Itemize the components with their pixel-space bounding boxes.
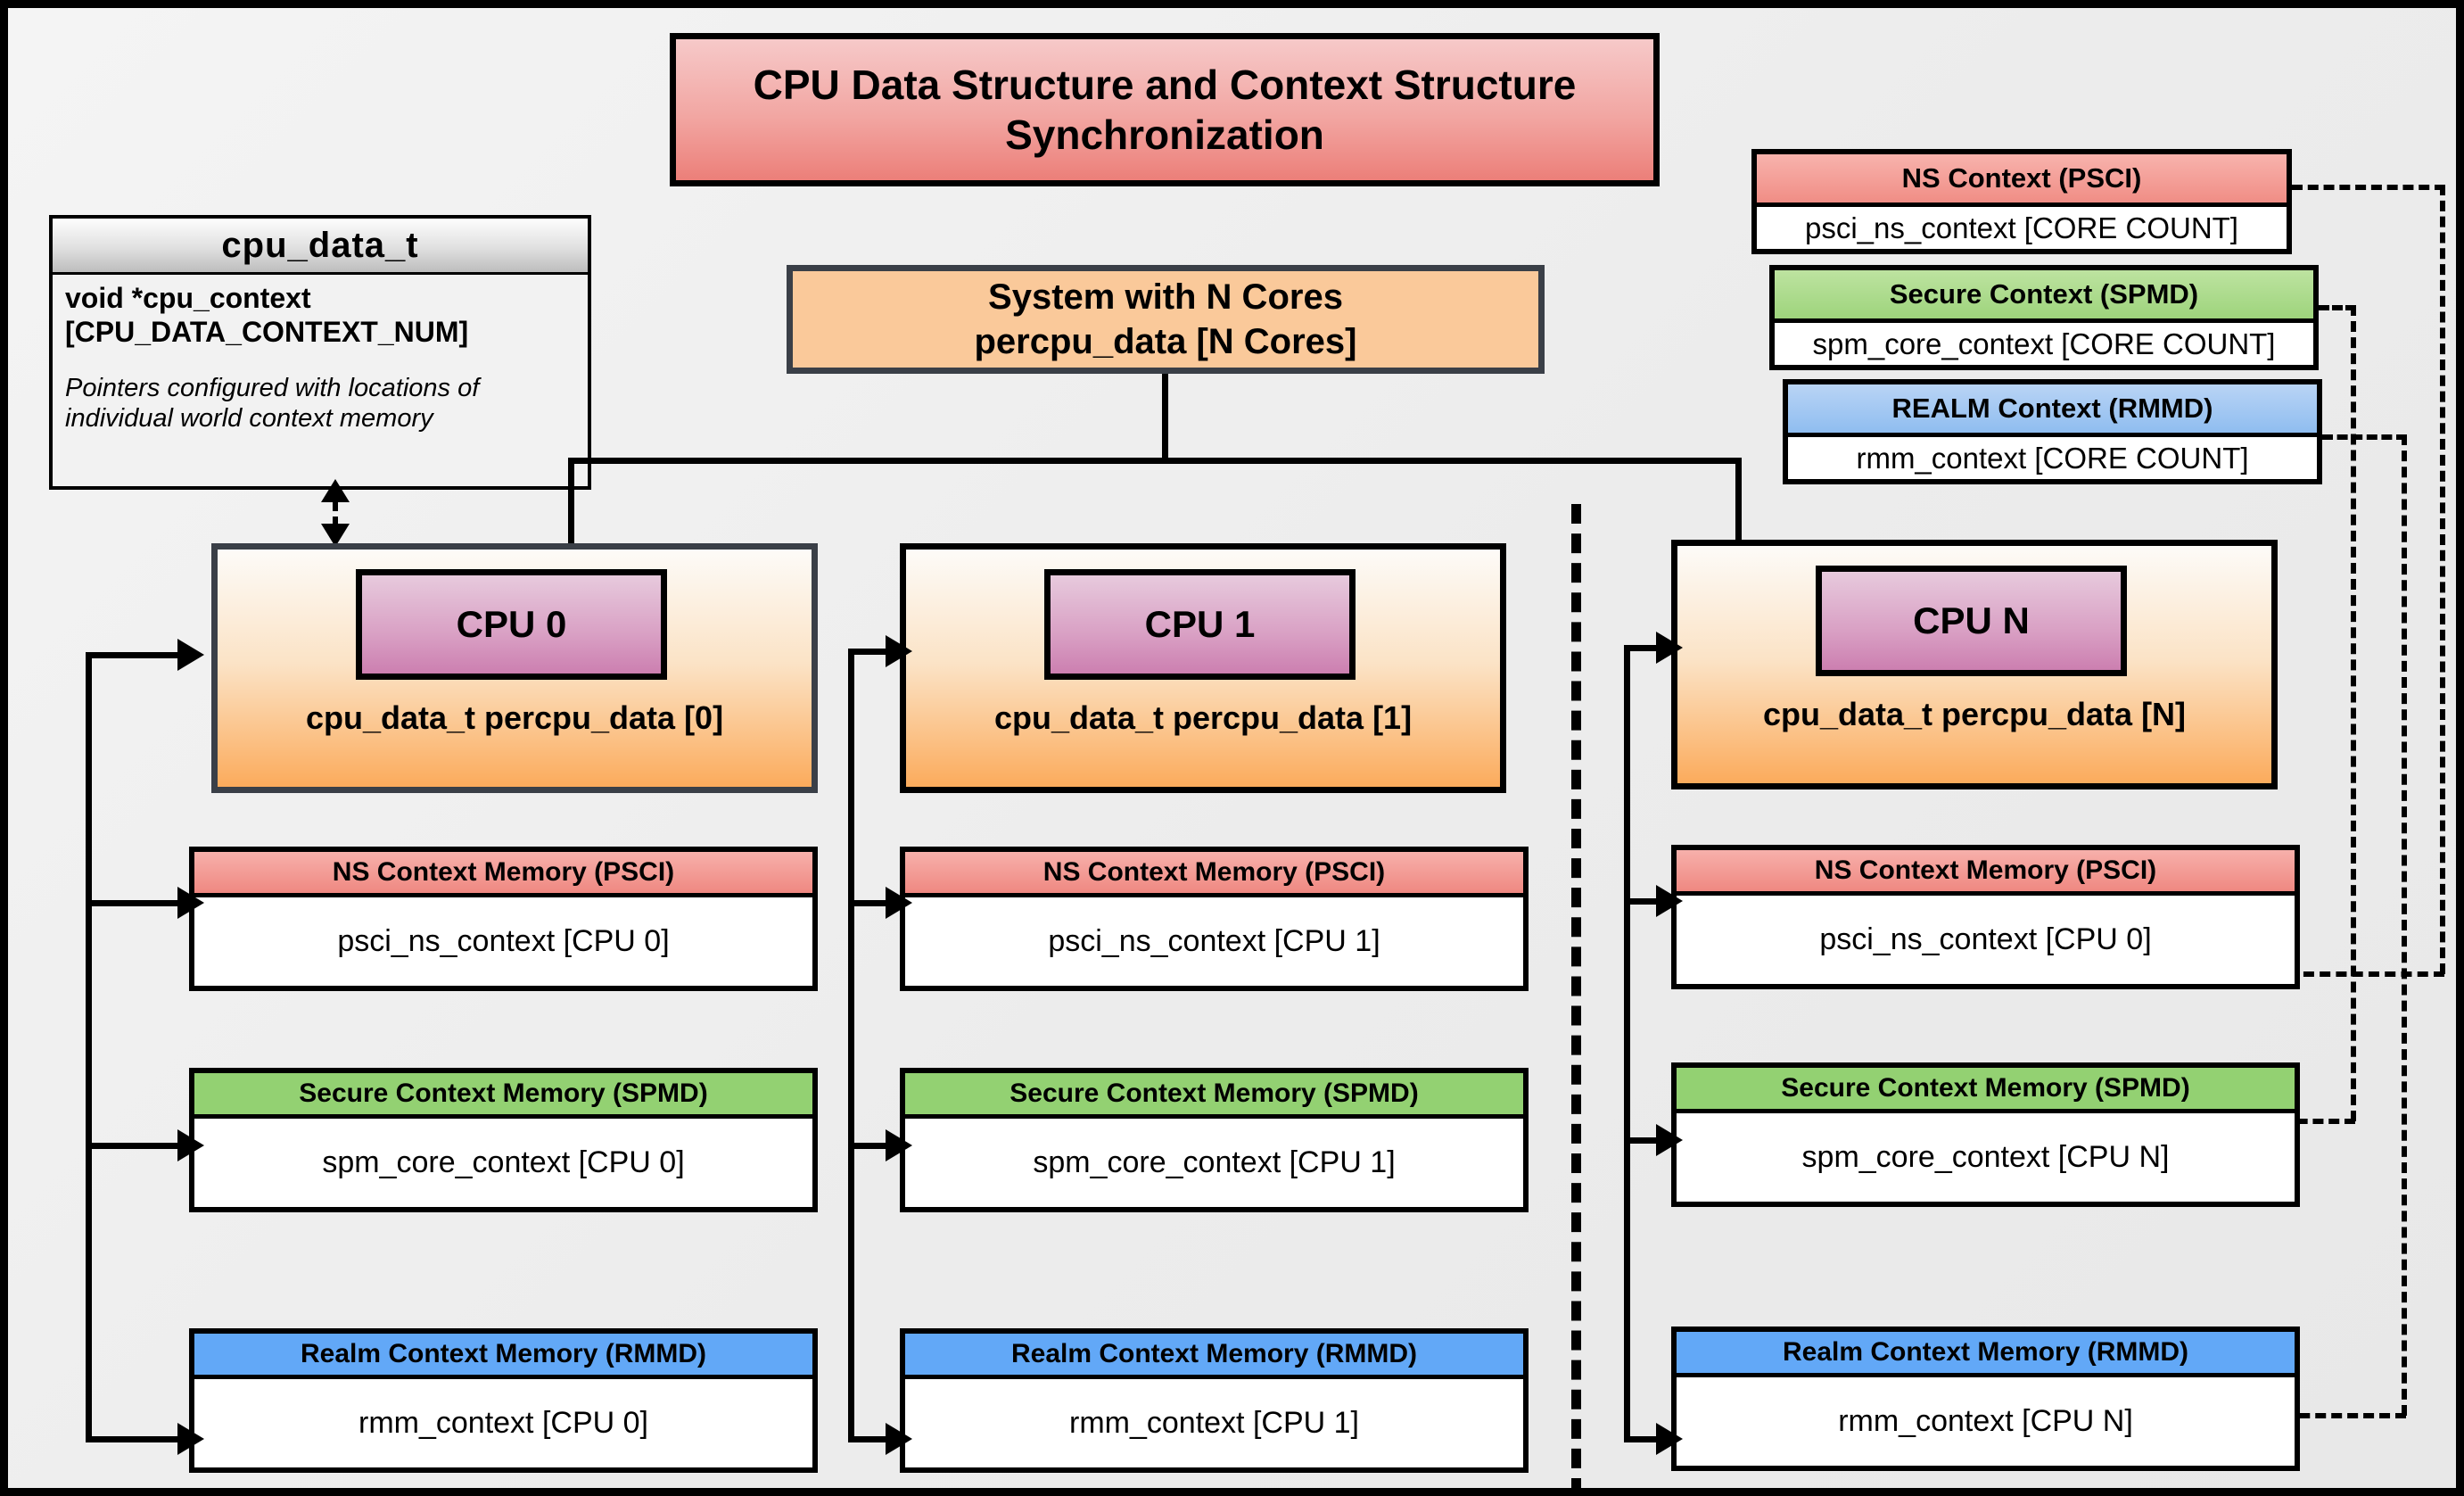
cpu0-context-ns-header: NS Context Memory (PSCI) <box>194 852 812 897</box>
cpu0-branch-block <box>86 652 184 658</box>
cpu-data-t-field: void *cpu_context [CPU_DATA_CONTEXT_NUM] <box>65 282 469 348</box>
cpu1-branch-ns <box>848 900 891 906</box>
cpu1-arrow-secure <box>886 1129 912 1161</box>
dash-route-ns-top <box>2292 185 2445 190</box>
cpun-arrow-realm <box>1656 1423 1683 1455</box>
tree-drop-cpu0 <box>568 458 574 545</box>
cpu1-branch-secure <box>848 1143 891 1149</box>
cpu1-context-secure-header: Secure Context Memory (SPMD) <box>905 1073 1523 1119</box>
global-context-secure-header: Secure Context (SPMD) <box>1775 270 2313 323</box>
cpu0-context-secure: Secure Context Memory (SPMD) spm_core_co… <box>189 1068 818 1212</box>
cpu-data-t-note: Pointers configured with locations of in… <box>65 373 480 434</box>
cpun-branch-realm <box>1624 1436 1662 1442</box>
cpun-context-ns-header: NS Context Memory (PSCI) <box>1677 850 2295 896</box>
cpu0-context-realm: Realm Context Memory (RMMD) rmm_context … <box>189 1328 818 1473</box>
cpu-chip-0: CPU 0 <box>356 569 667 680</box>
cpu-block-0: CPU 0 cpu_data_t percpu_data [0] <box>211 543 818 793</box>
tree-bar <box>568 458 1742 464</box>
cpu1-context-ns: NS Context Memory (PSCI) psci_ns_context… <box>900 847 1529 991</box>
cpun-context-ns-body: psci_ns_context [CPU 0] <box>1677 896 2295 984</box>
cpu1-branch-block <box>848 649 891 655</box>
cpu1-context-ns-body: psci_ns_context [CPU 1] <box>905 897 1523 986</box>
cpu1-context-realm: Realm Context Memory (RMMD) rmm_context … <box>900 1328 1529 1473</box>
cpu-chip-1: CPU 1 <box>1044 569 1356 680</box>
column-separator-dashed <box>1571 504 1581 1488</box>
cpu-block-n: CPU N cpu_data_t percpu_data [N] <box>1671 540 2278 789</box>
system-n-cores-box: System with N Cores percpu_data [N Cores… <box>787 265 1545 374</box>
cpu0-context-realm-header: Realm Context Memory (RMMD) <box>194 1334 812 1379</box>
cpu1-context-secure-body: spm_core_context [CPU 1] <box>905 1119 1523 1207</box>
cpu1-context-realm-body: rmm_context [CPU 1] <box>905 1379 1523 1467</box>
cpun-context-ns: NS Context Memory (PSCI) psci_ns_context… <box>1671 845 2300 989</box>
cpu0-arrow-secure <box>177 1129 204 1161</box>
cpun-arrow-secure <box>1656 1124 1683 1156</box>
dash-route-secure-top <box>2319 305 2356 310</box>
cpu0-context-realm-body: rmm_context [CPU 0] <box>194 1379 812 1467</box>
cpu0-context-secure-body: spm_core_context [CPU 0] <box>194 1119 812 1207</box>
cpun-context-realm-header: Realm Context Memory (RMMD) <box>1677 1332 2295 1377</box>
cpu1-arrow-ns <box>886 887 912 919</box>
cpun-arrow-ns <box>1656 885 1683 917</box>
cpu0-arrow-ns <box>177 887 204 919</box>
cpu1-context-secure: Secure Context Memory (SPMD) spm_core_co… <box>900 1068 1529 1212</box>
cpu-block-1: CPU 1 cpu_data_t percpu_data [1] <box>900 543 1506 793</box>
cpu1-context-realm-header: Realm Context Memory (RMMD) <box>905 1334 1523 1379</box>
cpu-data-t-header: cpu_data_t <box>53 219 588 275</box>
cpun-context-realm-body: rmm_context [CPU N] <box>1677 1377 2295 1466</box>
cpu-data-link-arrow-down <box>321 524 350 547</box>
cpu0-branch-secure <box>86 1143 184 1149</box>
cpun-context-realm: Realm Context Memory (RMMD) rmm_context … <box>1671 1327 2300 1471</box>
global-context-ns-body: psci_ns_context [CORE COUNT] <box>1757 207 2287 249</box>
cpu0-context-ns-body: psci_ns_context [CPU 0] <box>194 897 812 986</box>
diagram-title: CPU Data Structure and Context Structure… <box>670 33 1660 186</box>
cpu0-arrow-realm <box>177 1423 204 1455</box>
dash-route-secure-right <box>2351 305 2356 1121</box>
dash-route-realm-top <box>2322 434 2407 440</box>
global-context-realm-header: REALM Context (RMMD) <box>1788 384 2317 437</box>
cpu1-arrow-realm <box>886 1423 912 1455</box>
tree-stem <box>1162 374 1168 463</box>
system-line-2: percpu_data [N Cores] <box>974 322 1357 361</box>
cpu1-branch-realm <box>848 1436 891 1442</box>
global-context-ns-header: NS Context (PSCI) <box>1757 154 2287 207</box>
dash-route-realm-right <box>2402 434 2407 1416</box>
cpun-context-secure: Secure Context Memory (SPMD) spm_core_co… <box>1671 1062 2300 1207</box>
cpu0-branch-ns <box>86 900 184 906</box>
cpu1-arrow-block <box>886 635 912 667</box>
cpun-arrow-block <box>1656 632 1683 664</box>
cpun-context-secure-header: Secure Context Memory (SPMD) <box>1677 1068 2295 1113</box>
cpun-branch-secure <box>1624 1137 1662 1144</box>
cpu-data-t-body: void *cpu_context [CPU_DATA_CONTEXT_NUM]… <box>53 275 588 434</box>
global-context-realm: REALM Context (RMMD) rmm_context [CORE C… <box>1783 379 2322 484</box>
cpu-chip-n: CPU N <box>1816 566 2127 676</box>
cpu-data-link-arrow-up <box>321 479 350 502</box>
cpu0-trunk <box>86 652 92 1442</box>
cpu-data-link-dash <box>333 500 338 527</box>
cpun-branch-ns <box>1624 898 1662 905</box>
cpu-caption-n: cpu_data_t percpu_data [N] <box>1762 696 2187 732</box>
global-context-secure-body: spm_core_context [CORE COUNT] <box>1775 323 2313 365</box>
system-line-1: System with N Cores <box>988 277 1343 317</box>
cpu1-trunk <box>848 649 854 1442</box>
cpu-caption-0: cpu_data_t percpu_data [0] <box>305 699 724 736</box>
global-context-realm-body: rmm_context [CORE COUNT] <box>1788 437 2317 479</box>
cpu1-context-ns-header: NS Context Memory (PSCI) <box>905 852 1523 897</box>
cpun-branch-block <box>1624 645 1662 651</box>
cpu0-context-secure-header: Secure Context Memory (SPMD) <box>194 1073 812 1119</box>
cpu0-context-ns: NS Context Memory (PSCI) psci_ns_context… <box>189 847 818 991</box>
cpu-caption-1: cpu_data_t percpu_data [1] <box>993 699 1413 736</box>
global-context-ns: NS Context (PSCI) psci_ns_context [CORE … <box>1751 149 2292 254</box>
cpu0-arrow-block <box>177 639 204 671</box>
cpun-trunk <box>1624 645 1630 1442</box>
tree-drop-cpun <box>1735 458 1742 540</box>
cpu-data-t-struct: cpu_data_t void *cpu_context [CPU_DATA_C… <box>49 215 591 490</box>
cpun-context-secure-body: spm_core_context [CPU N] <box>1677 1113 2295 1202</box>
global-context-secure: Secure Context (SPMD) spm_core_context [… <box>1769 265 2319 370</box>
cpu0-branch-realm <box>86 1436 184 1442</box>
dash-route-ns-right <box>2440 185 2445 974</box>
